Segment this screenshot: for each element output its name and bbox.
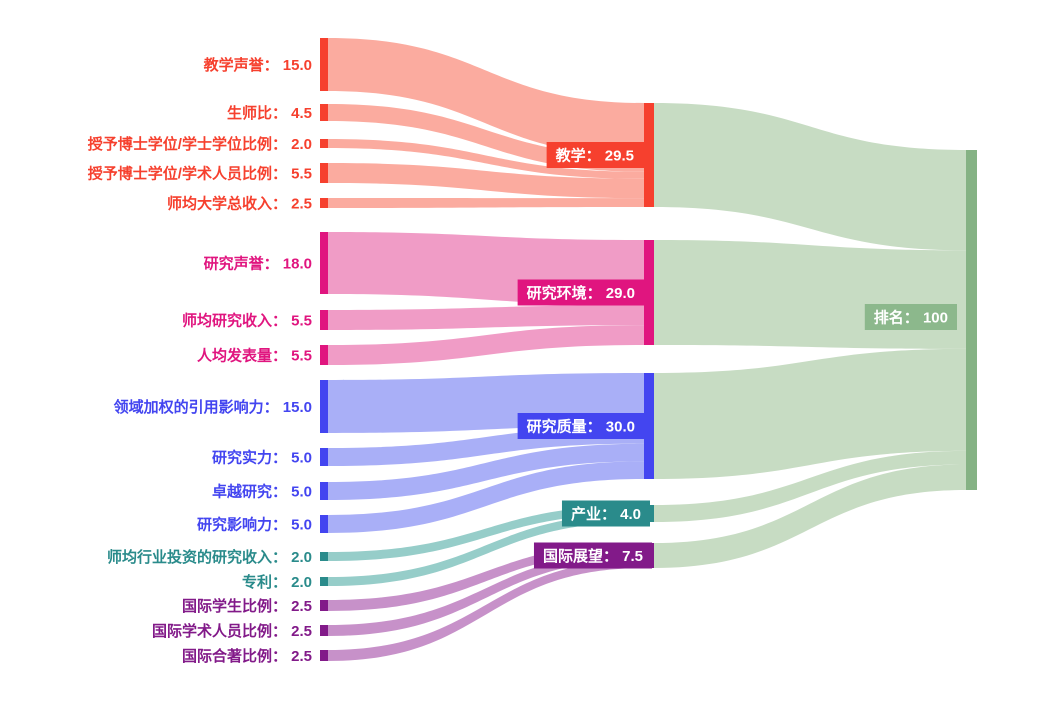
sankey-link-middle-0[interactable]: [654, 103, 966, 251]
source-node-label-0: 教学声誉： 15.0: [203, 56, 312, 74]
sankey-node-source-0[interactable]: [320, 38, 328, 91]
target-node-label-box: [864, 304, 957, 330]
sankey-link-middle-2[interactable]: [654, 348, 966, 479]
target-node-label-text: 排名： 100: [874, 309, 948, 327]
sankey-link-source-13[interactable]: [328, 513, 644, 587]
sankey-link-source-3[interactable]: [328, 163, 644, 199]
middle-node-label-0-box: [546, 142, 644, 168]
source-node-label-12: 师均行业投资的研究收入： 2.0: [107, 548, 312, 566]
sankey-link-source-16[interactable]: [328, 559, 644, 661]
source-node-label-2: 授予博士学位/学士学位比例： 2.0: [88, 135, 312, 153]
middle-node-label-1-text: 研究环境： 29.0: [527, 284, 635, 302]
sankey-node-source-16[interactable]: [320, 650, 328, 661]
middle-node-label-1-box: [517, 279, 644, 306]
sankey-link-source-0[interactable]: [328, 38, 644, 156]
sankey-node-source-14[interactable]: [320, 600, 328, 611]
middle-node-label-0-text: 教学： 29.5: [555, 147, 634, 165]
sankey-node-source-5[interactable]: [320, 232, 328, 294]
source-node-label-16: 国际合著比例： 2.5: [182, 647, 312, 665]
sankey-node-source-3[interactable]: [320, 163, 328, 183]
sankey-node-source-15[interactable]: [320, 625, 328, 636]
sankey-node-source-10[interactable]: [320, 482, 328, 500]
source-node-label-3: 授予博士学位/学术人员比例： 5.5: [88, 165, 312, 183]
middle-node-label-4-text: 国际展望： 7.5: [543, 547, 643, 565]
source-node-label-15: 国际学术人员比例： 2.5: [152, 622, 312, 640]
sankey-link-source-11[interactable]: [328, 461, 644, 533]
sankey-node-source-2[interactable]: [320, 139, 328, 148]
source-node-label-4: 师均大学总收入： 2.5: [167, 195, 312, 213]
middle-node-label-2-box: [517, 413, 644, 439]
source-node-label-13: 专利： 2.0: [242, 573, 312, 591]
source-node-label-5: 研究声誉： 18.0: [204, 255, 312, 273]
middle-node-label-2-text: 研究质量： 30.0: [527, 418, 635, 436]
sankey-link-source-6[interactable]: [328, 305, 644, 330]
sankey-link-source-12[interactable]: [328, 505, 644, 561]
sankey-node-middle-1[interactable]: [644, 240, 654, 345]
sankey-node-source-8[interactable]: [320, 380, 328, 433]
middle-node-label-3-box: [561, 500, 650, 527]
sankey-link-middle-4[interactable]: [654, 464, 966, 569]
source-node-label-6: 师均研究收入： 5.5: [182, 312, 312, 330]
sankey-link-middle-1[interactable]: [654, 240, 966, 349]
sankey-node-target[interactable]: [966, 150, 977, 490]
sankey-node-source-4[interactable]: [320, 198, 328, 208]
sankey-node-source-11[interactable]: [320, 515, 328, 533]
source-node-label-7: 人均发表量： 5.5: [197, 347, 312, 365]
sankey-node-middle-2[interactable]: [644, 373, 654, 479]
middle-node-label-4-box: [533, 542, 652, 569]
sankey-node-source-13[interactable]: [320, 577, 328, 586]
sankey-node-source-9[interactable]: [320, 448, 328, 466]
source-node-label-8: 领域加权的引用影响力： 15.0: [113, 398, 312, 416]
middle-node-label-3-text: 产业： 4.0: [571, 505, 641, 523]
sankey-node-source-7[interactable]: [320, 345, 328, 365]
sankey-link-source-14[interactable]: [328, 543, 644, 611]
sankey-node-source-6[interactable]: [320, 310, 328, 330]
source-node-label-9: 研究实力： 5.0: [212, 449, 312, 467]
source-node-label-10: 卓越研究： 5.0: [212, 483, 312, 501]
sankey-link-source-10[interactable]: [328, 443, 644, 500]
sankey-link-source-2[interactable]: [328, 139, 644, 179]
sankey-node-source-12[interactable]: [320, 552, 328, 561]
source-node-label-11: 研究影响力： 5.0: [197, 516, 312, 534]
sankey-link-source-15[interactable]: [328, 551, 644, 636]
sankey-link-middle-3[interactable]: [654, 450, 966, 522]
sankey-link-source-7[interactable]: [328, 325, 644, 365]
sankey-node-middle-0[interactable]: [644, 103, 654, 207]
source-node-label-14: 国际学生比例： 2.5: [182, 597, 312, 615]
sankey-link-source-4[interactable]: [328, 198, 644, 208]
source-node-label-1: 生师比： 4.5: [227, 104, 312, 122]
sankey-node-source-1[interactable]: [320, 104, 328, 121]
